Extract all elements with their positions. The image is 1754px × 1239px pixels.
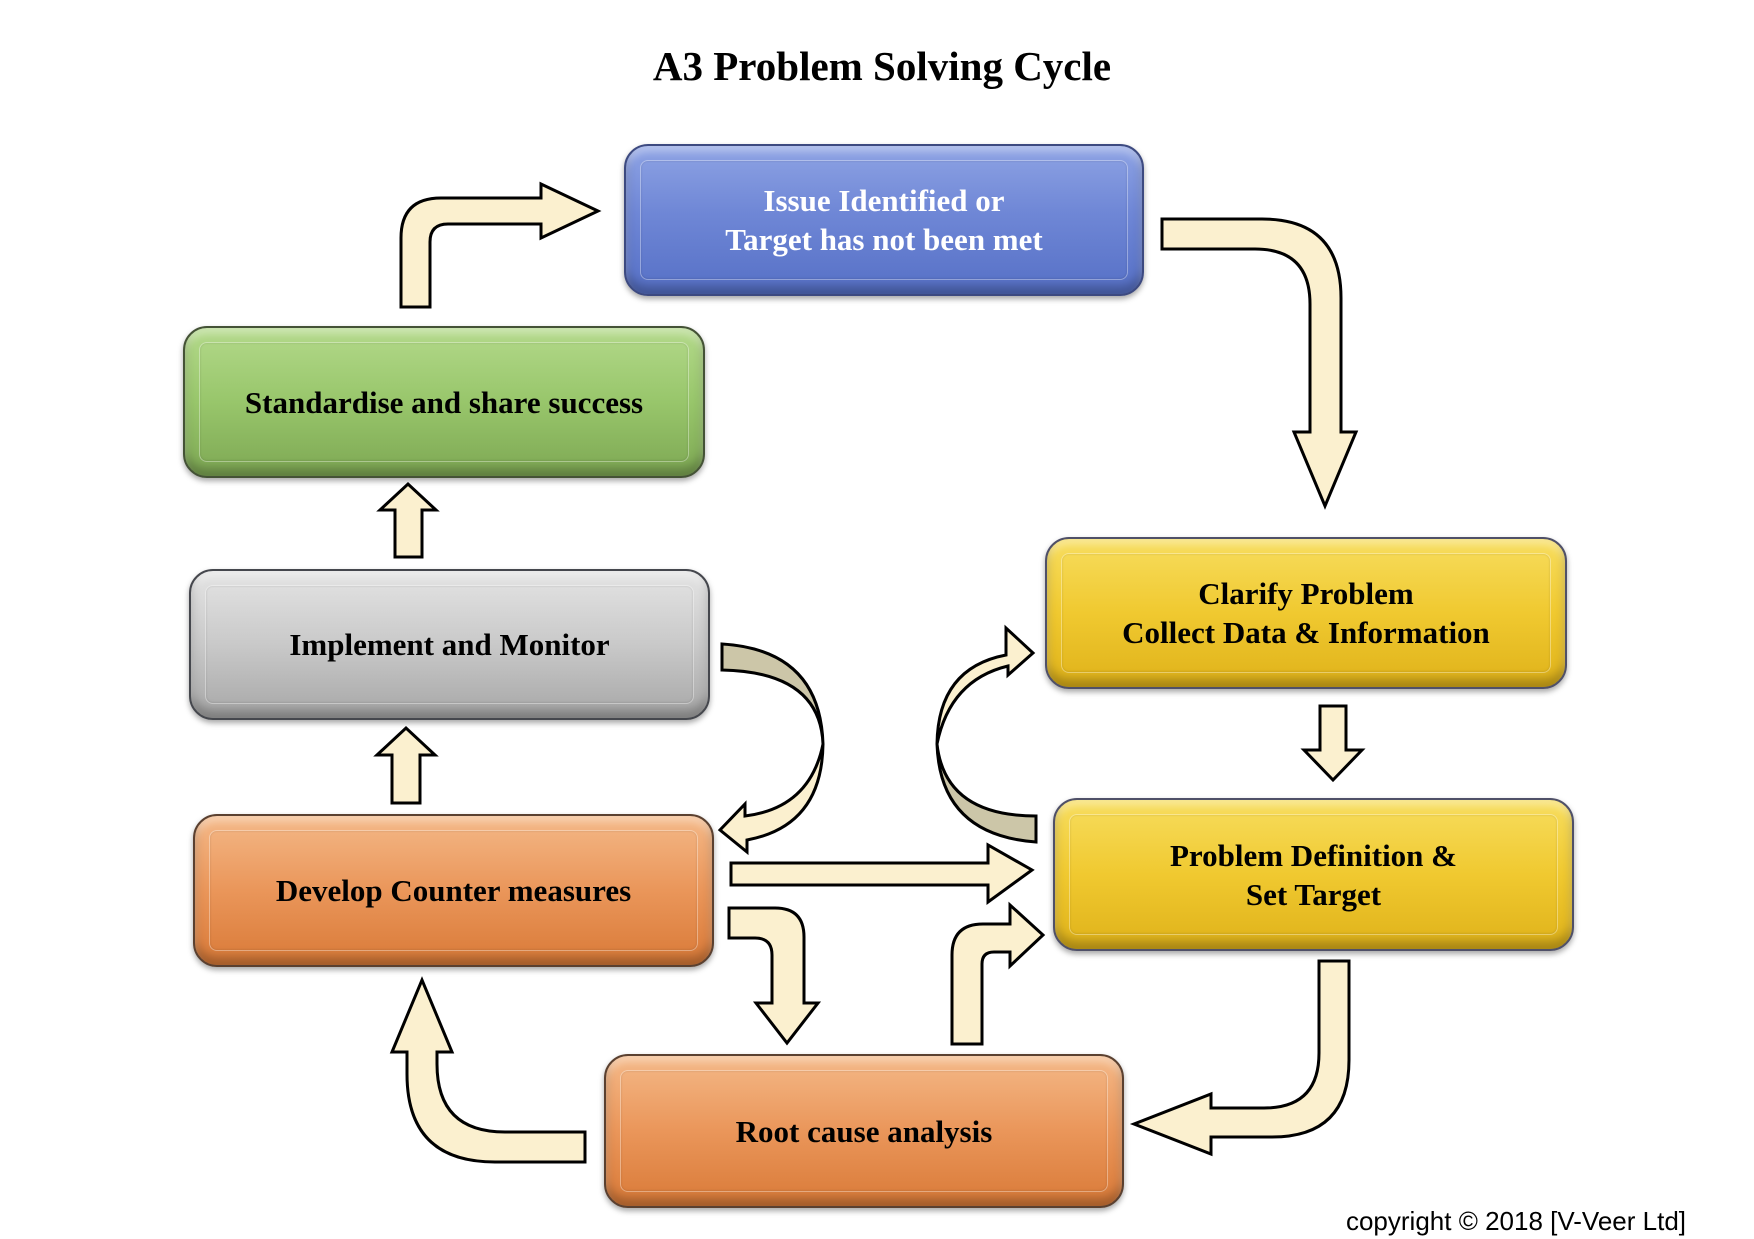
box-inner-frame xyxy=(199,342,689,462)
bent-arrow-down-icon xyxy=(727,906,822,1046)
arrow-up-icon xyxy=(376,481,440,559)
step-label: Standardise and share success xyxy=(244,384,644,420)
arrow-right-icon xyxy=(729,842,1035,905)
bent-arrow-right-icon xyxy=(950,901,1046,1046)
box-inner-frame xyxy=(620,1070,1108,1192)
arrow-down-icon xyxy=(1300,704,1366,783)
circular-arrow-icon xyxy=(717,642,825,856)
box-inner-frame xyxy=(640,160,1128,280)
step-label: Clarify Problem Collect Data & Informati… xyxy=(1122,576,1490,650)
diagram-title: A3 Problem Solving Cycle xyxy=(652,43,1112,89)
step-implement-monitor: Implement and Monitor xyxy=(189,569,710,720)
step-label: Issue Identified or Target has not been … xyxy=(725,183,1043,257)
curved-arrow-up-icon xyxy=(389,976,587,1164)
step-label: Develop Counter measures xyxy=(275,873,632,908)
copyright-notice: copyright © 2018 [V-Veer Ltd] xyxy=(1345,1206,1686,1236)
box-inner-frame xyxy=(1069,814,1558,935)
step-label: Problem Definition & Set Target xyxy=(1169,837,1457,912)
box-inner-frame xyxy=(205,585,694,704)
step-clarify-problem: Clarify Problem Collect Data & Informati… xyxy=(1045,537,1567,689)
arrow-up-icon xyxy=(373,725,439,805)
step-label: Implement and Monitor xyxy=(289,627,610,662)
step-countermeasures: Develop Counter measures xyxy=(193,814,714,967)
circular-arrow-icon xyxy=(935,624,1038,844)
step-problem-definition: Problem Definition & Set Target xyxy=(1053,798,1574,951)
curved-arrow-down-icon xyxy=(1160,217,1359,510)
step-issue-identified: Issue Identified or Target has not been … xyxy=(624,144,1144,296)
bent-arrow-right-icon xyxy=(399,181,602,309)
box-inner-frame xyxy=(1061,553,1551,673)
step-root-cause: Root cause analysis xyxy=(604,1054,1124,1208)
curved-arrow-left-icon xyxy=(1129,959,1351,1157)
step-label: Root cause analysis xyxy=(735,1113,993,1149)
box-inner-frame xyxy=(209,830,698,951)
step-standardise: Standardise and share success xyxy=(183,326,705,478)
